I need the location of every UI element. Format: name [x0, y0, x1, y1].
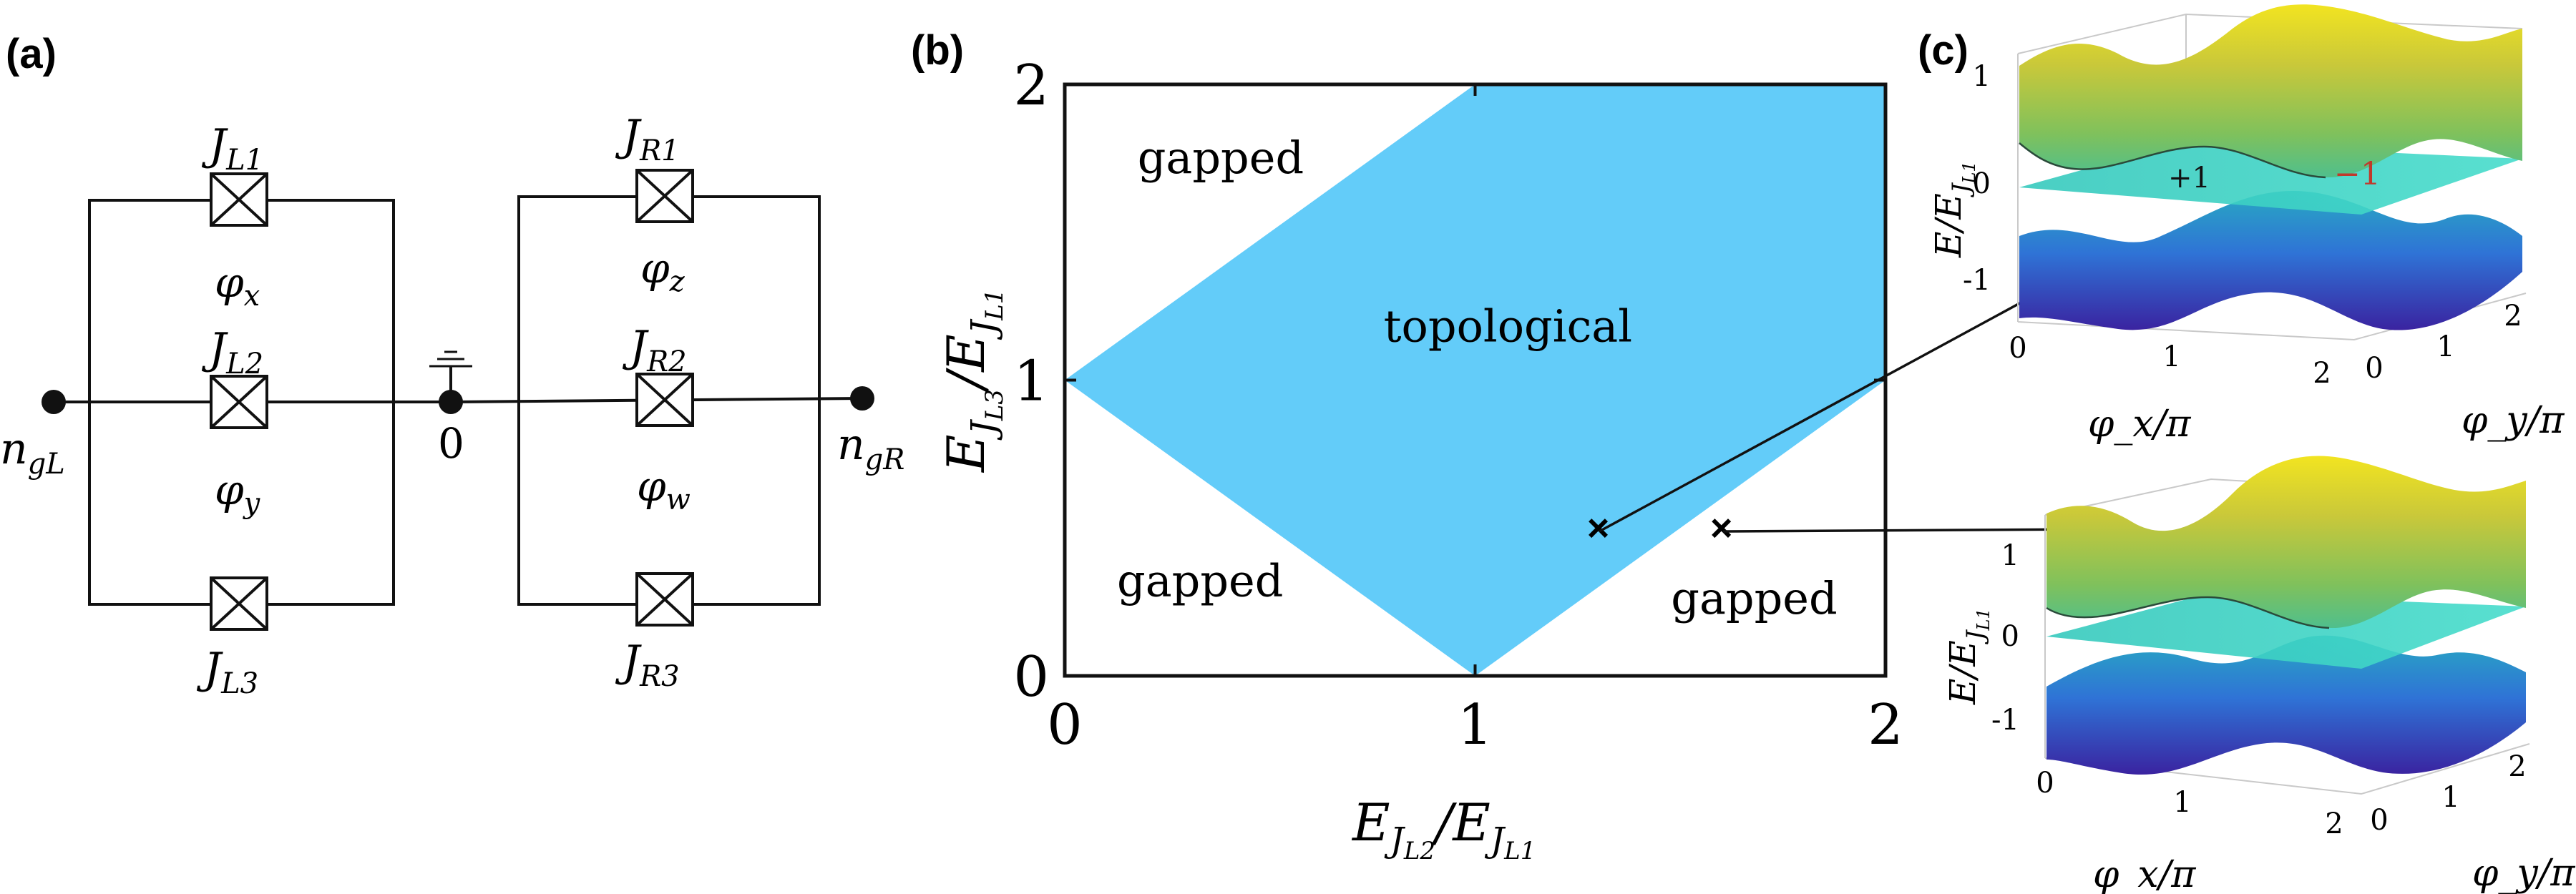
y-tick-2: 2	[1013, 54, 1049, 118]
upper-z-tick-1: 1	[1973, 60, 1991, 93]
upper-x-tick-2: 2	[2313, 357, 2331, 390]
lower-z-tick-minus1: -1	[1991, 704, 2019, 737]
lower-x-axis-label: φ_x/π	[2093, 853, 2196, 894]
label-jl3: JL3	[196, 644, 258, 700]
lower-x-tick-2: 2	[2325, 807, 2343, 840]
upper-x-tick-1: 1	[2162, 340, 2180, 373]
upper-lower-band-surface	[2019, 191, 2522, 330]
x-tick-0: 0	[1047, 693, 1083, 757]
label-jr2: JR2	[622, 322, 687, 378]
region-label-topological: topological	[1384, 300, 1632, 353]
upper-flat-band	[2019, 143, 2522, 215]
label-ngr: ngR	[837, 420, 904, 476]
upper-axis-box	[2017, 13, 2527, 341]
panel-label-b: (b)	[911, 27, 964, 74]
region-label-gapped-bottom-right: gapped	[1671, 572, 1837, 624]
junction-l3	[210, 576, 268, 631]
junction-r3	[635, 572, 694, 627]
lower-band-edge	[2046, 596, 2330, 629]
x-tick-2: 2	[1868, 693, 1903, 757]
junction-l2	[210, 375, 268, 429]
junction-l1	[210, 172, 268, 227]
region-label-gapped-bottom-left: gapped	[1117, 554, 1283, 606]
y-tick-1: 1	[1013, 350, 1049, 414]
junction-r1	[635, 169, 694, 223]
label-jl2: JL2	[201, 324, 263, 380]
upper-y-tick-0: 0	[2365, 352, 2383, 385]
ground-icon	[429, 350, 472, 368]
upper-y-tick-2: 2	[2504, 300, 2522, 333]
upper-z-tick-0: 0	[1973, 167, 1991, 200]
topological-region	[1065, 84, 1885, 676]
junction-r2	[635, 373, 694, 427]
upper-y-axis-label: φ_y/π	[2462, 399, 2565, 442]
right-loop-wire	[517, 195, 821, 606]
marker-point-2: ×	[1710, 506, 1733, 549]
lower-y-tick-2: 2	[2508, 750, 2526, 783]
panel-label-c: (c)	[1918, 27, 1968, 74]
lower-z-axis-label: E/EJL1	[1942, 608, 1994, 705]
upper-upper-band-surface	[2019, 4, 2522, 178]
phase-w: φw	[637, 462, 691, 516]
phase-y: φy	[215, 466, 261, 520]
upper-x-axis-label: φ_x/π	[2088, 403, 2191, 446]
upper-band-edge	[2019, 142, 2326, 179]
label-jr3: JR3	[615, 637, 680, 693]
lower-x-tick-0: 0	[2036, 767, 2054, 800]
upper-x-tick-0: 0	[2009, 332, 2026, 365]
lower-flat-band	[2046, 594, 2526, 669]
lower-y-tick-1: 1	[2441, 781, 2459, 814]
label-ground-zero: 0	[438, 419, 464, 468]
x-tick-1: 1	[1458, 693, 1493, 757]
lower-y-axis-label: φ_y/π	[2472, 852, 2575, 894]
region-label-gapped-top: gapped	[1138, 132, 1304, 184]
chern-plus-label: +1	[2168, 162, 2210, 195]
surface-plot-lower: 1 0 -1 E/EJL1 0 1 2 φ_x/π 0 1 2 φ_y/π	[1942, 456, 2575, 894]
left-node-dot	[42, 390, 66, 414]
surface-plot-upper: +1 −1 1 0 -1 E/EJL1 0 1 2 φ_x/π 0 1 2 φ_…	[1928, 4, 2565, 446]
phase-diagram-chart: 0 1 2 0 1 2 gapped topological gapped ga…	[936, 54, 1903, 865]
lower-z-tick-1: 1	[2001, 539, 2019, 572]
lower-y-tick-0: 0	[2370, 804, 2388, 837]
label-jr1: JR1	[615, 111, 680, 167]
circuit-diagram: JL1 JL2 JL3 JR1 JR2 JR3 φx φy φz φw ngL …	[0, 111, 904, 700]
phase-x: φx	[215, 258, 260, 313]
connector-line-lower	[1722, 528, 2090, 533]
label-jl1: JL1	[201, 120, 263, 177]
chern-minus-label: −1	[2334, 156, 2381, 192]
ground-node-dot	[439, 390, 463, 414]
panel-label-a: (a)	[6, 31, 57, 77]
label-ngl: ngL	[0, 424, 65, 481]
lower-z-tick-0: 0	[2001, 620, 2019, 653]
upper-y-tick-1: 1	[2436, 330, 2454, 363]
y-axis-label: EJL3/EJL1	[936, 289, 1009, 473]
right-node-dot	[850, 386, 874, 411]
upper-z-tick-minus1: -1	[1963, 264, 1991, 297]
x-axis-label: EJL2/EJL1	[1351, 792, 1536, 865]
y-tick-0: 0	[1013, 645, 1049, 709]
tick-marks	[1063, 83, 1887, 677]
phase-z: φz	[640, 244, 686, 298]
upper-z-axis-label: E/EJL1	[1928, 161, 1979, 258]
left-loop-wire	[88, 199, 395, 606]
lower-lower-band-surface	[2046, 635, 2526, 775]
lower-x-tick-1: 1	[2173, 786, 2191, 819]
lower-upper-band-surface	[2046, 456, 2526, 629]
